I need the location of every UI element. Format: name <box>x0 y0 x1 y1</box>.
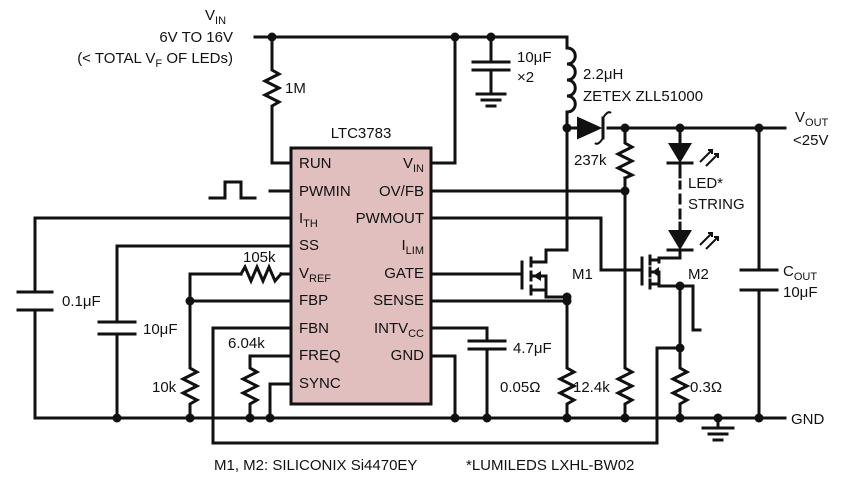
inductor <box>565 46 577 114</box>
ic-left-pins: RUN PWMIN ITH SS VREF FBP FBN FREQ SYNC <box>299 155 351 392</box>
capacitor-ss <box>97 320 137 336</box>
resistor-vref <box>238 263 284 285</box>
resistor-sense <box>556 363 578 409</box>
r-sense-label: 0.05Ω <box>500 379 540 396</box>
resistor-fbp <box>179 363 201 409</box>
ic-right-pins: VIN OV/FB PWMOUT ILIM GATE SENSE INTVCC … <box>356 155 424 364</box>
ground-icon <box>701 426 735 442</box>
r-ovfb-top-label: 237k <box>574 152 607 169</box>
c-in-qty: ×2 <box>517 69 534 86</box>
r-vref-label: 105k <box>243 249 276 266</box>
diode-label: ZETEX ZLL51000 <box>583 88 703 105</box>
capacitor-ith <box>16 290 54 312</box>
led-label-2: STRING <box>688 196 745 213</box>
pin-ss: SS <box>299 237 319 254</box>
inductor-label: 2.2μH <box>583 66 623 83</box>
pin-intvcc: INTVCC <box>374 320 424 340</box>
pin-vin: VIN <box>403 155 424 175</box>
led-label-1: LED* <box>688 175 723 192</box>
pin-ith: ITH <box>299 210 318 230</box>
c-out-label: COUT <box>783 263 817 283</box>
resistor-freq <box>239 363 261 409</box>
resistor-led-sense <box>669 363 691 409</box>
resistor-run <box>261 64 283 110</box>
c-out-value: 10μF <box>783 284 818 301</box>
gnd-label: GND <box>791 411 825 428</box>
wires <box>33 35 787 445</box>
r-run-label: 1M <box>285 80 306 97</box>
pin-gate: GATE <box>384 265 424 282</box>
pin-fbp: FBP <box>299 292 328 309</box>
m2-label: M2 <box>688 266 709 283</box>
r-fbp-label: 10k <box>152 379 177 396</box>
pin-sense: SENSE <box>373 292 424 309</box>
pin-freq: FREQ <box>299 347 341 364</box>
capacitor-intvcc <box>467 339 507 351</box>
ground-input-icon <box>475 92 507 108</box>
vout-label: VOUT <box>795 109 829 129</box>
m1-label: M1 <box>572 266 593 283</box>
c-in-value: 10μF <box>517 49 552 66</box>
ic-part-label: LTC3783 <box>331 125 392 142</box>
mosfet-m1 <box>520 256 548 296</box>
pwm-pulse-icon <box>208 180 257 200</box>
pin-pwmout: PWMOUT <box>356 210 424 227</box>
pin-sync: SYNC <box>299 375 341 392</box>
c-ith-label: 0.1μF <box>62 293 101 310</box>
pin-fbn: FBN <box>299 320 329 337</box>
schottky-diode <box>577 111 612 145</box>
pin-vref: VREF <box>299 265 331 285</box>
footnote-mosfets: M1, M2: SILICONIX Si4470EY <box>214 457 417 474</box>
vout-limit: <25V <box>793 132 828 149</box>
pin-run: RUN <box>299 155 332 172</box>
vin-label: VIN <box>205 7 226 27</box>
input-capacitor <box>471 60 511 72</box>
junction-dots <box>112 32 764 423</box>
pin-ilim: ILIM <box>401 237 424 257</box>
vin-range: 6V TO 16V <box>159 29 233 46</box>
led-bottom-icon <box>666 230 719 252</box>
mosfet-m2 <box>640 254 661 290</box>
resistor-ovfb-top <box>614 138 636 180</box>
r-led-sense-label: 0.3Ω <box>690 379 722 396</box>
pin-gnd: GND <box>391 347 425 364</box>
r-freq-label: 6.04k <box>228 335 265 352</box>
pin-ovfb: OV/FB <box>379 183 424 200</box>
led-top-icon <box>666 143 719 167</box>
c-ss-label: 10μF <box>143 321 178 338</box>
ic-body <box>289 146 433 406</box>
c-intvcc-label: 4.7μF <box>513 340 552 357</box>
r-ovfb-bot-label: 12.4k <box>573 379 610 396</box>
capacitor-out <box>739 268 779 292</box>
footnote-leds: *LUMILEDS LXHL-BW02 <box>466 457 634 474</box>
resistor-ovfb-bot <box>614 363 636 409</box>
pin-pwmin: PWMIN <box>299 183 351 200</box>
vin-note: (< TOTAL VF OF LEDs) <box>77 50 233 70</box>
